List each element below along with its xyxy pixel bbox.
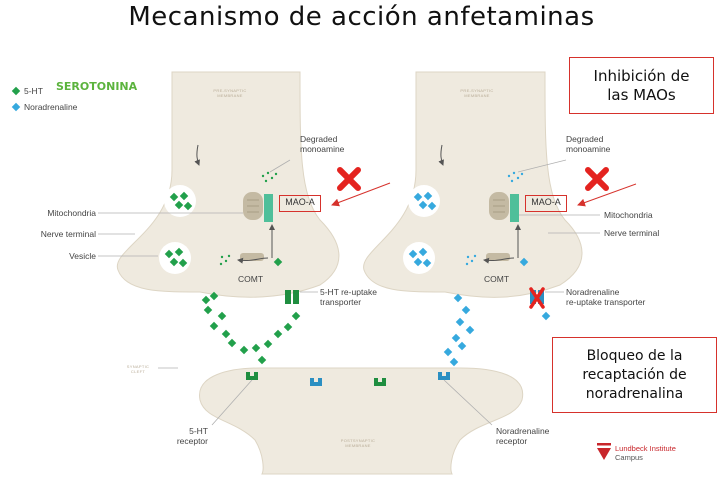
left-presynaptic-terminal bbox=[116, 71, 340, 298]
nerve-terminal-label: Nerve terminal bbox=[604, 228, 660, 238]
legend-serotonin-caption: SEROTONINA bbox=[56, 80, 138, 93]
inhibition-x-icon bbox=[337, 167, 609, 191]
legend-noradrenaline: Noradrenaline bbox=[24, 102, 78, 112]
arrow-icon bbox=[331, 182, 391, 207]
na-receptor bbox=[438, 372, 450, 380]
mitochondria-label: Mitochondria bbox=[604, 210, 653, 220]
block-x-icon bbox=[529, 287, 545, 309]
comt-label: COMT bbox=[238, 274, 264, 284]
mao-inhibition-box: Inhibición de las MAOs bbox=[569, 57, 714, 114]
legend-serotonin: 5-HT bbox=[24, 86, 43, 96]
na-transporter bbox=[530, 290, 536, 304]
mao-a-enzyme bbox=[510, 194, 519, 222]
5ht-transporter bbox=[285, 290, 291, 304]
reuptake-block-box: Bloqueo de la recaptación de noradrenali… bbox=[552, 337, 717, 413]
lundbeck-logo-icon bbox=[597, 448, 611, 460]
mao-a-enzyme bbox=[264, 194, 273, 222]
comt-label: COMT bbox=[484, 274, 510, 284]
mao-a-label: MAO-A bbox=[279, 195, 321, 212]
vesicle bbox=[403, 242, 435, 274]
mao-a-label: MAO-A bbox=[525, 195, 567, 212]
arrow-icon bbox=[577, 183, 637, 207]
5ht-receptor bbox=[374, 378, 386, 386]
na-receptor bbox=[310, 378, 322, 386]
postsynaptic-terminal bbox=[199, 367, 524, 475]
nerve-terminal-label: Nerve terminal bbox=[40, 229, 96, 239]
page-title: Mecanismo de acción anfetaminas bbox=[128, 2, 595, 32]
vesicle-label: Vesicle bbox=[69, 251, 96, 261]
vesicle bbox=[408, 185, 440, 217]
right-presynaptic-terminal bbox=[363, 71, 583, 298]
vesicle bbox=[164, 185, 196, 217]
mitochondria-label: Mitochondria bbox=[47, 208, 96, 218]
degraded-dots bbox=[219, 171, 278, 266]
5ht-receptor bbox=[246, 372, 258, 380]
degraded-dots bbox=[465, 171, 524, 266]
vesicle bbox=[159, 242, 191, 274]
